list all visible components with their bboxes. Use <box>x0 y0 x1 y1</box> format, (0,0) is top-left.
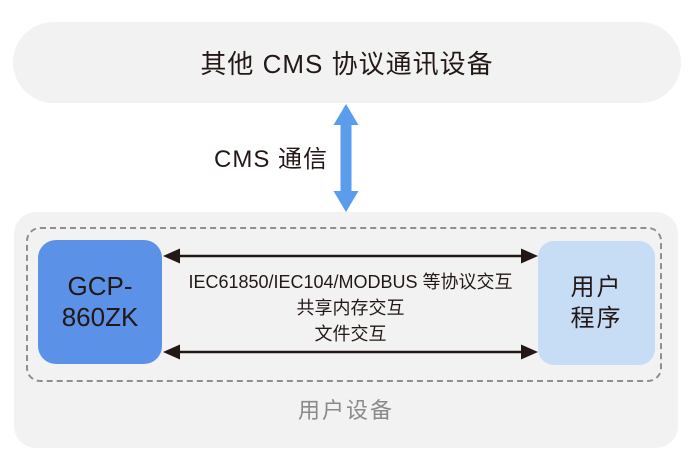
gcp-860zk-label-line2: 860ZK <box>61 302 139 332</box>
other-cms-devices-box: 其他 CMS 协议通讯设备 <box>13 22 681 103</box>
interaction-line-shared-memory: 共享内存交互 <box>296 298 405 318</box>
protocol-exchange-double-arrow-bottom-icon <box>163 344 538 360</box>
user-device-container: GCP- 860ZK 用户 程序 IEC61850/IEC104/MODBUS … <box>14 212 678 448</box>
gcp-860zk-box: GCP- 860ZK <box>38 240 162 364</box>
interaction-description: IEC61850/IEC104/MODBUS 等协议交互 共享内存交互 文件交互 <box>163 269 538 347</box>
interaction-line-file: 文件交互 <box>314 324 387 344</box>
device-dashed-boundary <box>26 227 662 382</box>
user-program-label-line1: 用户 <box>570 274 623 301</box>
user-device-label: 用户设备 <box>297 398 394 423</box>
cms-communication-label: CMS 通信 <box>214 146 328 173</box>
cms-communication-double-arrow-icon <box>333 104 359 212</box>
user-program-label-line2: 程序 <box>570 305 623 332</box>
protocol-exchange-double-arrow-top-icon <box>163 248 538 264</box>
other-cms-devices-label: 其他 CMS 协议通讯设备 <box>200 49 494 79</box>
interaction-line-protocols: IEC61850/IEC104/MODBUS 等协议交互 <box>188 272 513 292</box>
gcp-860zk-label-line1: GCP- <box>67 271 133 301</box>
user-program-box: 用户 程序 <box>538 241 655 365</box>
